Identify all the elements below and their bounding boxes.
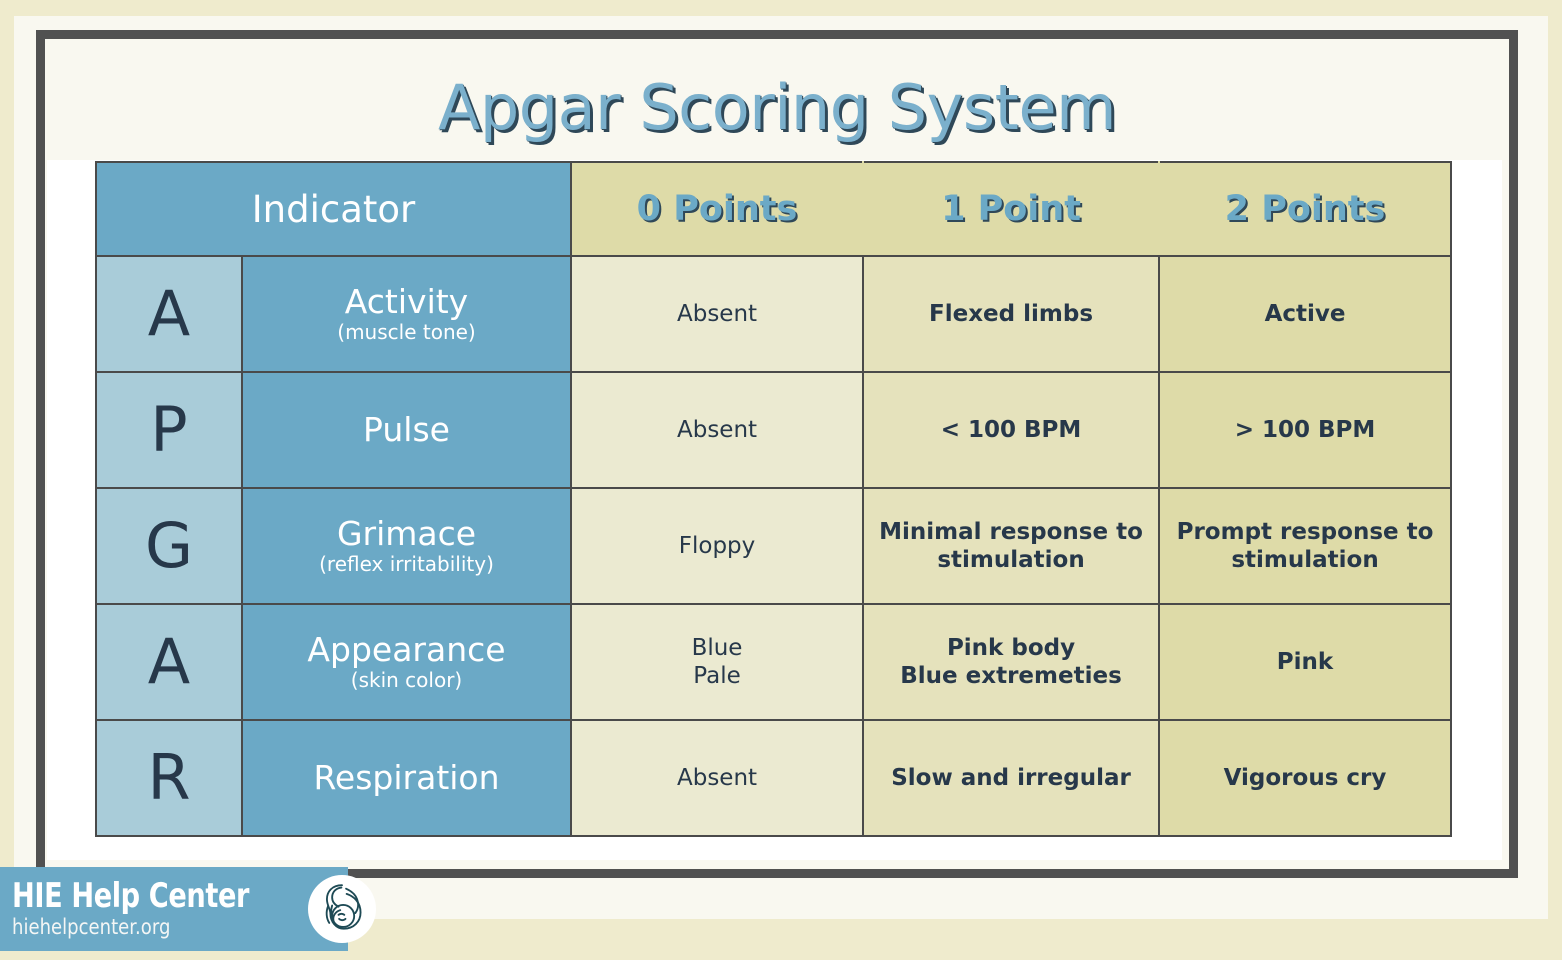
indicator-name: Appearance [307,630,506,670]
cell-respiration-1-point: Slow and irregular [862,719,1161,837]
row-letter-g: G [95,487,243,605]
cell-respiration-2-points: Vigorous cry [1158,719,1453,837]
column-header-1-point: 1 Point [862,161,1161,257]
logo-text-block: HIE Help Center hiehelpcenter.org [12,876,308,939]
row-indicator-activity: Activity (muscle tone) [240,255,573,373]
hie-help-center-logo[interactable]: HIE Help Center hiehelpcenter.org [0,867,377,951]
indicator-subtitle: (skin color) [350,668,463,693]
row-indicator-pulse: Pulse [240,371,573,489]
cell-activity-0-points: Absent [570,255,865,373]
row-letter-a1: A [95,255,243,373]
row-letter-r: R [95,719,243,837]
row-indicator-respiration: Respiration [240,719,573,837]
row-indicator-appearance: Appearance (skin color) [240,603,573,721]
indicator-name: Pulse [363,409,450,449]
cell-appearance-2-points: Pink [1158,603,1453,721]
row-letter-a2: A [95,603,243,721]
page-title-text: Apgar Scoring System [438,71,1116,144]
cell-pulse-2-points: > 100 BPM [1158,371,1453,489]
cell-activity-1-point: Flexed limbs [862,255,1161,373]
indicator-subtitle: (reflex irritability) [319,552,494,577]
table-row: R Respiration Absent Slow and irregular … [95,719,1453,837]
column-header-indicator: Indicator [94,161,573,257]
cell-respiration-0-points: Absent [570,719,865,837]
table-row: G Grimace (reflex irritability) Floppy M… [95,487,1453,605]
indicator-subtitle: (muscle tone) [337,320,476,345]
page-title: Apgar Scoring System [45,60,1509,155]
cell-pulse-0-points: Absent [570,371,865,489]
table-header-row: Indicator 0 Points 1 Point 2 Points [94,161,1453,257]
column-header-0-points: 0 Points [570,161,865,257]
cell-activity-2-points: Active [1158,255,1453,373]
table-row: P Pulse Absent < 100 BPM > 100 BPM [95,371,1453,489]
cell-grimace-2-points: Prompt response to stimulation [1158,487,1453,605]
indicator-name: Respiration [313,757,500,797]
row-indicator-grimace: Grimace (reflex irritability) [240,487,573,605]
mother-and-baby-icon [308,875,377,943]
logo-url: hiehelpcenter.org [12,914,171,939]
cell-grimace-0-points: Floppy [570,487,865,605]
indicator-name: Activity [344,282,469,322]
row-letter-p: P [95,371,243,489]
table-body: A Activity (muscle tone) Absent Flexed l… [95,255,1453,837]
cell-grimace-1-point: Minimal response to stimulation [862,487,1161,605]
indicator-name: Grimace [336,514,477,554]
logo-name: HIE Help Center [12,876,250,917]
apgar-scoring-table: Indicator 0 Points 1 Point 2 Points A Ac… [94,161,1453,837]
table-row: A Activity (muscle tone) Absent Flexed l… [95,255,1453,373]
cell-pulse-1-point: < 100 BPM [862,371,1161,489]
column-header-2-points: 2 Points [1158,161,1453,257]
